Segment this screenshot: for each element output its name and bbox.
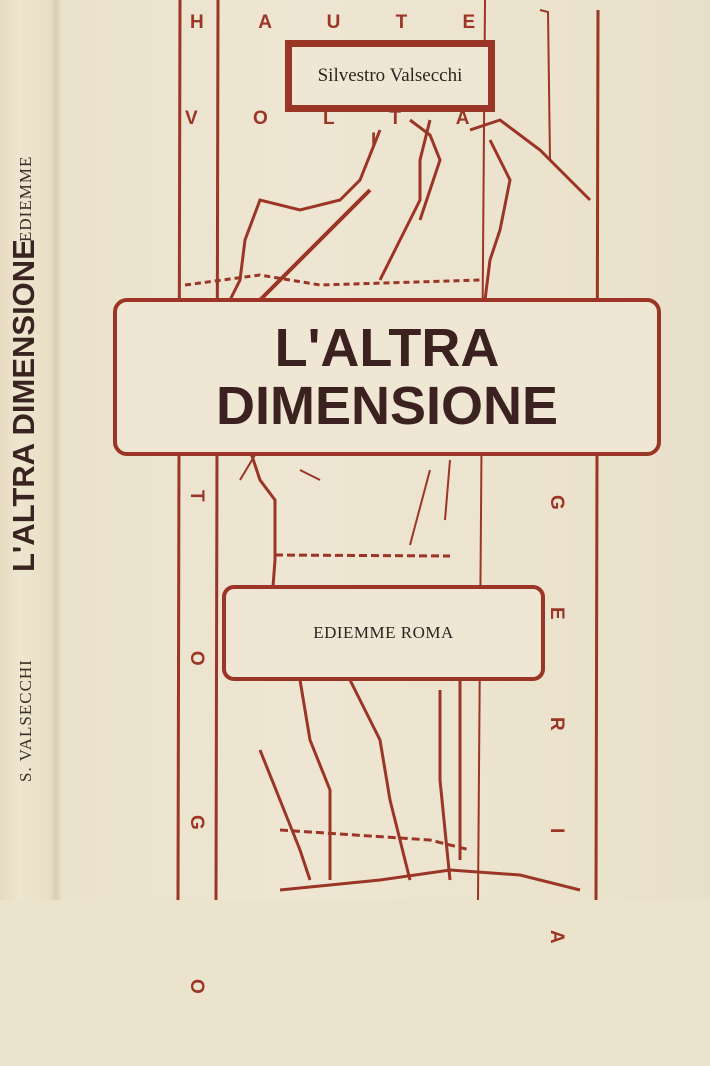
map-boundary bbox=[539, 9, 551, 161]
author-name: Silvestro Valsecchi bbox=[317, 65, 463, 86]
map-label-region: I bbox=[371, 130, 377, 151]
map-coastline bbox=[279, 868, 581, 892]
map-label-volta: V O L T A bbox=[185, 108, 495, 129]
map-dashed-border bbox=[274, 553, 451, 558]
map-river bbox=[298, 679, 462, 881]
map-dashed-border bbox=[184, 273, 481, 287]
map-label-togo: T O G O bbox=[186, 490, 207, 1066]
map-boundary bbox=[378, 118, 442, 281]
title-line-2: DIMENSIONE bbox=[215, 376, 559, 436]
map-road bbox=[258, 188, 372, 302]
map-label-geria: G E R I A bbox=[546, 495, 567, 990]
map-label-haute: H A U T E bbox=[190, 12, 501, 33]
publisher-name: EDIEMME ROMA bbox=[313, 623, 454, 642]
title-line-1: L'ALTRA bbox=[274, 318, 500, 378]
map-boundary bbox=[469, 118, 592, 301]
author-box: Silvestro Valsecchi bbox=[285, 40, 495, 112]
map-boundary bbox=[228, 129, 382, 601]
map-dashed-border bbox=[279, 828, 471, 852]
map-river bbox=[239, 454, 451, 546]
map-river bbox=[258, 749, 312, 881]
publisher-box: EDIEMME ROMA bbox=[222, 585, 545, 681]
title-box: L'ALTRA DIMENSIONE bbox=[113, 298, 661, 456]
